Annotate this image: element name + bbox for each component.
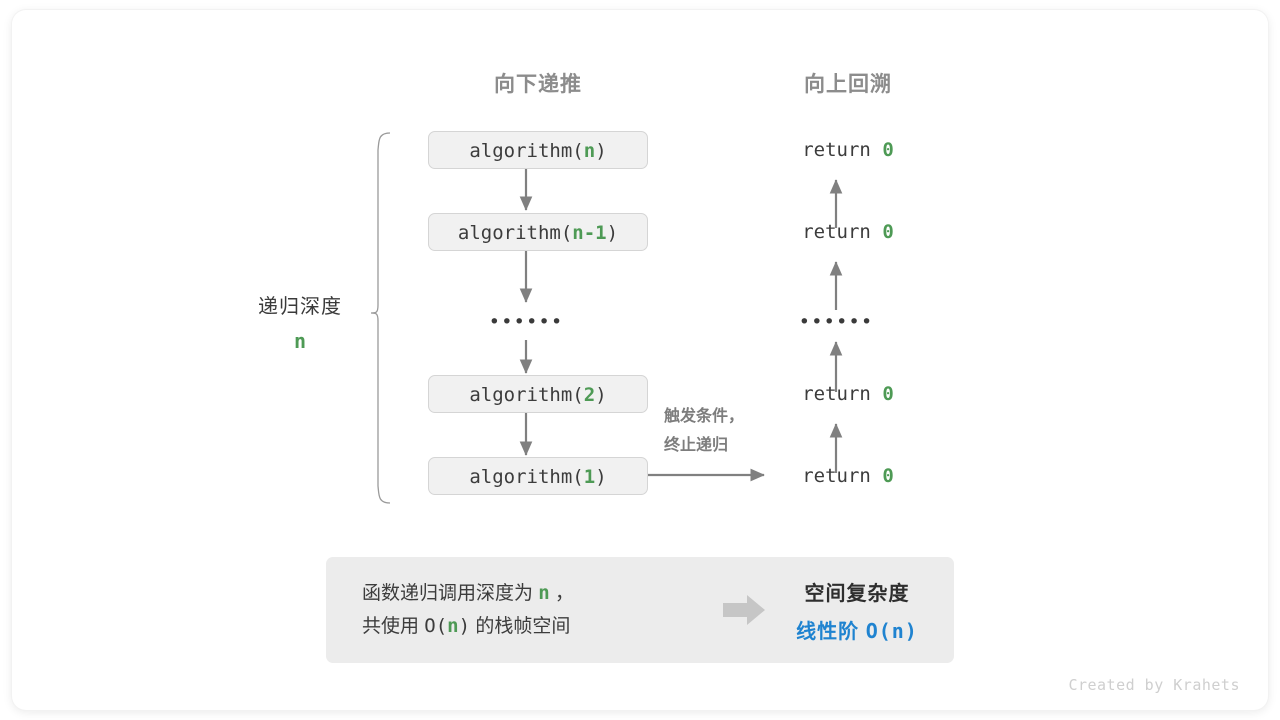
call-box-n[interactable]: algorithm(n) — [428, 131, 648, 169]
summary-line2-o: O( — [424, 615, 448, 637]
summary-arrow-wrap — [714, 593, 774, 627]
summary-result-value: 线性阶 O(n) — [774, 615, 940, 644]
call-box-prefix: algorithm( — [457, 222, 573, 244]
call-box-arg: n-1 — [572, 222, 607, 244]
call-box-arg: 1 — [583, 466, 596, 488]
diagram-card: 向下递推 向上回溯 递归深度 n algorithm(n) algorithm(… — [12, 10, 1268, 710]
call-box-prefix: algorithm( — [469, 384, 584, 406]
return-value: 0 — [882, 465, 894, 487]
termination-note: 触发条件， 终止递归 — [664, 402, 744, 460]
call-box-suffix: ) — [606, 222, 619, 244]
call-box-prefix: algorithm( — [469, 466, 584, 488]
column-heading-upward: 向上回溯 — [804, 73, 892, 96]
return-statement-2: return 0 — [802, 221, 894, 243]
summary-line2-text: 共使用 — [362, 616, 425, 637]
call-box-suffix: ) — [595, 466, 607, 488]
call-box-arg: 2 — [583, 384, 596, 406]
call-box-n-1[interactable]: algorithm(n-1) — [428, 213, 648, 251]
summary-result-order: 线性阶 — [796, 620, 866, 643]
call-box-suffix: ) — [595, 140, 607, 162]
call-box-arg: n — [583, 140, 596, 162]
recursion-depth-brace — [370, 132, 391, 504]
return-keyword: return — [802, 383, 883, 405]
summary-line-2: 共使用 O(n) 的栈帧空间 — [362, 610, 714, 643]
summary-line1-tail: ， — [549, 583, 575, 604]
connector-layer — [370, 132, 843, 504]
summary-result-formula: O(n) — [865, 618, 918, 643]
return-keyword: return — [802, 139, 883, 161]
call-stack-ellipsis: •••••• — [488, 311, 564, 333]
return-column-ellipsis: •••••• — [798, 311, 874, 333]
termination-note-line2: 终止递归 — [664, 437, 729, 454]
summary-result-title: 空间复杂度 — [804, 582, 910, 605]
return-statement-1: return 0 — [802, 139, 894, 161]
right-arrow-icon — [723, 595, 765, 625]
summary-line-1: 函数递归调用深度为 n ， — [362, 577, 714, 610]
return-value: 0 — [882, 139, 894, 161]
summary-panel: 函数递归调用深度为 n ， 共使用 O(n) 的栈帧空间 空间复杂度 线性阶 O… — [326, 557, 954, 663]
summary-line1-text: 函数递归调用深度为 — [362, 583, 539, 604]
recursion-depth-value: n — [293, 329, 307, 353]
call-box-suffix: ) — [595, 384, 607, 406]
credit-text: Created by Krahets — [1068, 676, 1240, 694]
return-keyword: return — [802, 221, 883, 243]
return-statement-4: return 0 — [802, 465, 894, 487]
summary-description: 函数递归调用深度为 n ， 共使用 O(n) 的栈帧空间 — [326, 577, 714, 643]
summary-line1-n: n — [538, 582, 550, 604]
call-box-prefix: algorithm( — [469, 140, 584, 162]
summary-line2-tail: 的栈帧空间 — [470, 616, 571, 637]
summary-line2-close: ) — [458, 615, 471, 637]
recursion-depth-label: 递归深度 n — [258, 290, 342, 353]
recursion-depth-text: 递归深度 — [258, 296, 342, 318]
return-value: 0 — [882, 221, 894, 243]
return-value: 0 — [882, 383, 894, 405]
return-statement-3: return 0 — [802, 383, 894, 405]
column-heading-downward: 向下递推 — [494, 73, 582, 96]
termination-note-line1: 触发条件， — [664, 408, 745, 425]
summary-result: 空间复杂度 线性阶 O(n) — [774, 577, 954, 644]
call-box-2[interactable]: algorithm(2) — [428, 375, 648, 413]
return-keyword: return — [802, 465, 883, 487]
call-box-1[interactable]: algorithm(1) — [428, 457, 648, 495]
summary-line2-n: n — [447, 615, 459, 637]
